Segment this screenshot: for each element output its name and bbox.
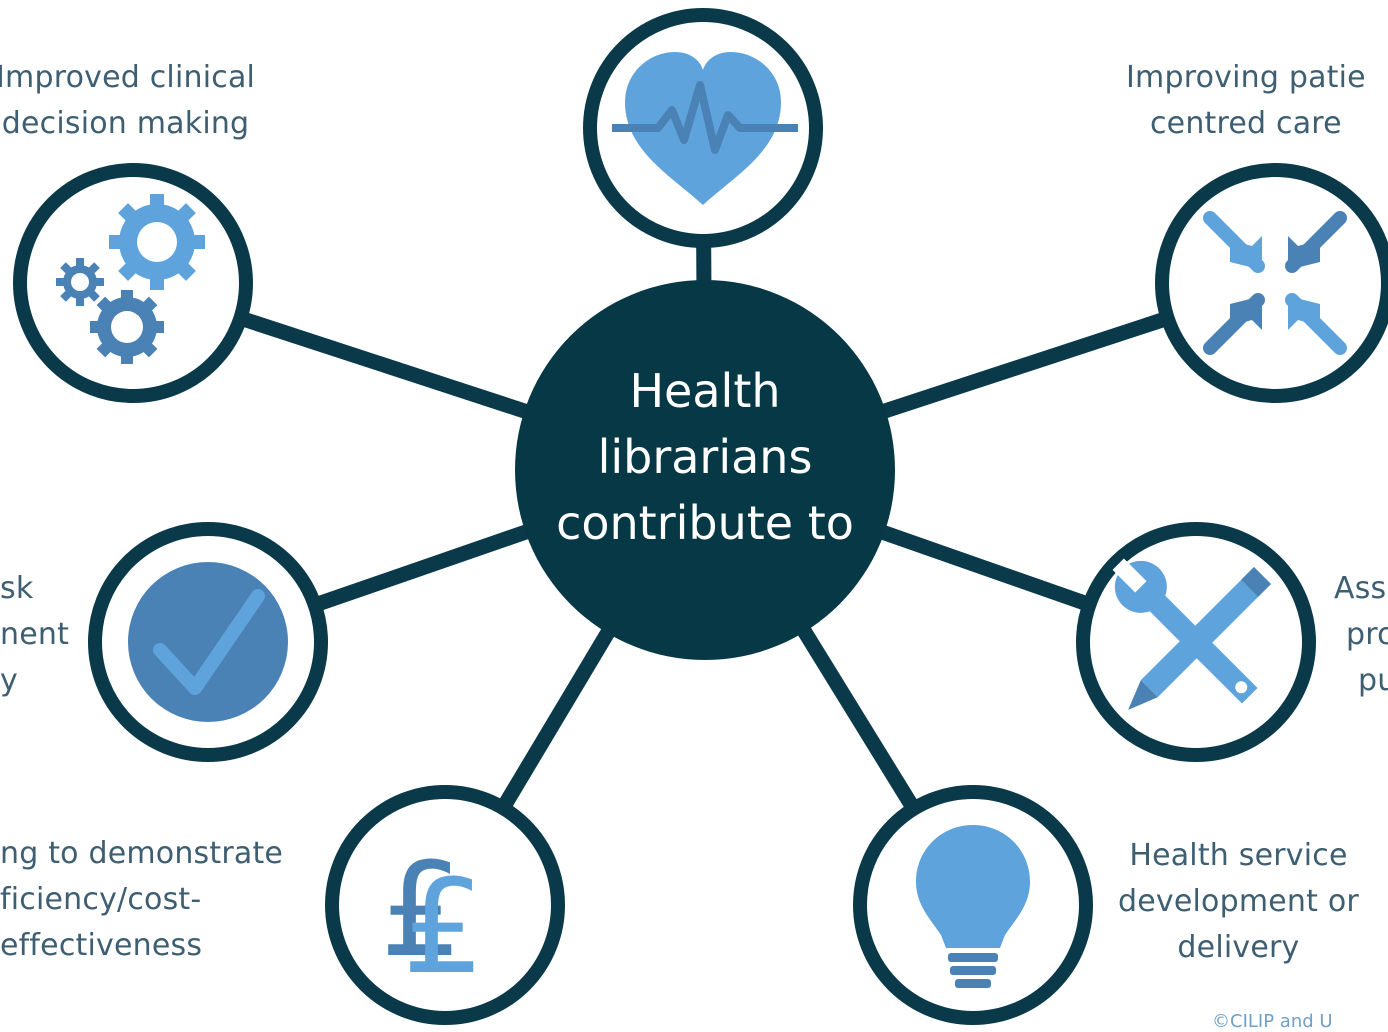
label-line: Improved clinical: [0, 60, 256, 95]
node-patient: [1155, 163, 1388, 403]
label-line: Improving patie: [1126, 60, 1366, 95]
copyright-text: ©CILIP and U: [1212, 1011, 1333, 1032]
center-line: librarians: [597, 430, 813, 484]
pound-sign-icon: £ £: [380, 834, 485, 1003]
node-ring: [1155, 163, 1388, 403]
gears-icon: [56, 194, 205, 364]
label-line: Health service: [1129, 838, 1348, 873]
label-service: Health service development or delivery: [1118, 833, 1359, 971]
lightbulb-icon: [916, 825, 1030, 988]
node-ring: [325, 785, 565, 1025]
label-clinical: Improved clinical decision making: [0, 55, 255, 147]
label-line: delivery: [1177, 930, 1300, 965]
label-patient: Improving patie centred care: [1126, 55, 1366, 147]
center-hub: [515, 280, 895, 660]
label-line: pu: [1358, 663, 1388, 698]
label-line: pro: [1346, 617, 1388, 652]
converging-arrows-icon: [1203, 211, 1347, 355]
label-tools: Ass pro pu: [1334, 566, 1388, 704]
center-line: contribute to: [556, 496, 854, 550]
wrench-pencil-icon: [1112, 558, 1271, 710]
label-line: nent: [0, 617, 70, 652]
svg-text:£: £: [402, 851, 485, 1003]
label-line: centred care: [1149, 106, 1342, 141]
node-tools: [1076, 522, 1316, 762]
heart-pulse-icon: [612, 52, 798, 205]
node-risk: [88, 522, 328, 762]
label-line: Ass: [1334, 571, 1387, 606]
checkmark-icon: [128, 562, 288, 722]
label-risk: sk nent y: [0, 566, 69, 704]
center-line: Health: [629, 364, 781, 418]
label-line: y: [0, 663, 18, 698]
label-line: effectiveness: [0, 928, 203, 963]
label-line: ng to demonstrate: [0, 836, 284, 871]
center-label: Health librarians contribute to: [520, 358, 890, 556]
svg-text:£: £: [380, 834, 463, 986]
node-efficiency: £ £: [325, 785, 565, 1025]
label-line: ficiency/cost-: [0, 882, 202, 917]
label-line: decision making: [1, 106, 250, 141]
label-line: development or: [1118, 884, 1359, 919]
node-clinical: [13, 163, 253, 403]
label-line: sk: [0, 571, 34, 606]
label-efficiency: ng to demonstrate ficiency/cost- effecti…: [0, 831, 283, 969]
node-health-top: [583, 8, 823, 248]
node-service: [853, 785, 1093, 1025]
